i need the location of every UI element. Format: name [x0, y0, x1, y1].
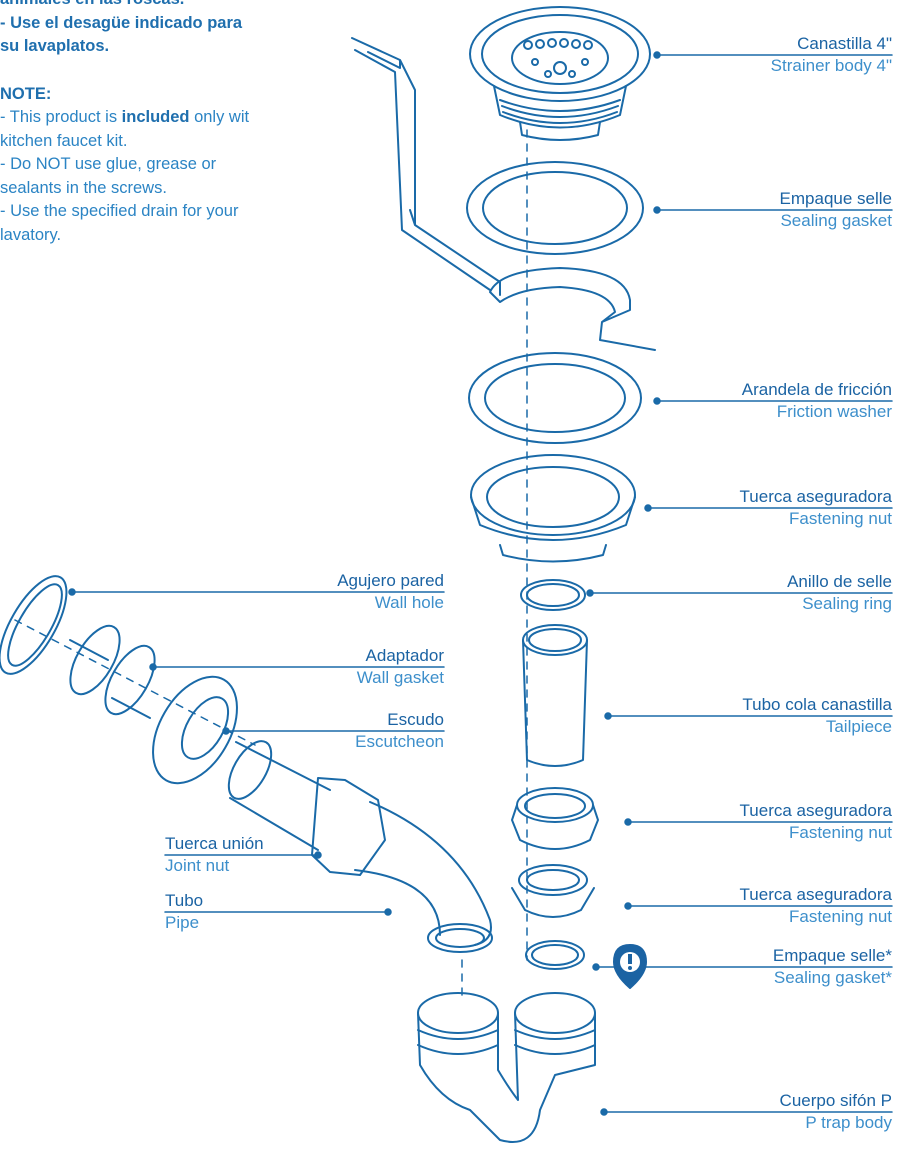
leader-lines-left [68, 588, 445, 916]
note-es-line-1: animales en las roscas. [0, 0, 330, 12]
label-sealing-ring: Anillo de selle Sealing ring [787, 571, 892, 615]
label-en: P trap body [805, 1113, 892, 1132]
note-item-1-line-2: kitchen faucet kit. [0, 131, 128, 150]
note-item-1-a: - This product is [0, 108, 122, 126]
sealing-gasket-part [466, 161, 644, 255]
label-es: Empaque selle [779, 189, 892, 208]
label-es: Tuerca aseguradora [739, 487, 892, 506]
exclamation-pin-icon [613, 944, 647, 989]
note-item-1-bold: included [121, 108, 190, 126]
sealing-ring-part [520, 579, 586, 611]
adapter-part [69, 624, 156, 719]
installation-notes: animales en las roscas. - Use el desagüe… [0, 0, 330, 247]
label-en: Wall gasket [356, 668, 444, 687]
friction-washer-part [468, 352, 642, 444]
p-trap-body-part [417, 992, 596, 1143]
label-sealing-gasket-star: Empaque selle* Sealing gasket* [773, 945, 892, 989]
label-adapter: Adaptador Wall gasket [357, 645, 444, 689]
label-en: Friction washer [776, 402, 892, 421]
fastening-nut-small-part [511, 864, 595, 918]
label-strainer-body: Canastilla 4" Strainer body 4" [771, 33, 892, 77]
escutcheon-part [152, 675, 238, 785]
fastening-nut-large-part [470, 454, 636, 563]
pipe-part [227, 740, 493, 953]
label-es: Anillo de selle [787, 572, 892, 591]
label-en: Sealing ring [802, 594, 892, 613]
label-wall-hole: Agujero pared Wall hole [337, 570, 444, 614]
label-sealing-gasket: Empaque selle Sealing gasket [780, 188, 892, 232]
label-es: Tubo [165, 891, 204, 910]
label-friction-washer: Arandela de fricción Friction washer [742, 379, 892, 423]
label-en: Strainer body 4" [770, 56, 892, 75]
label-es: Tuerca aseguradora [739, 885, 892, 904]
label-en: Fastening nut [788, 907, 892, 926]
faucet-hose [351, 37, 501, 296]
note-item-3-line-1: - Use the specified drain for your [0, 202, 239, 220]
note-item-3-line-2: lavatory. [0, 225, 62, 244]
wall-axis [14, 619, 256, 746]
note-item-1: - This product is included only wit [0, 106, 330, 130]
label-fastening-nut-3: Tuerca aseguradora Fastening nut [740, 884, 892, 928]
sealing-gasket-small-part [525, 940, 585, 970]
label-tailpiece: Tubo cola canastilla Tailpiece [742, 694, 892, 738]
label-en: Escutcheon [355, 732, 444, 751]
wall-hole-part [0, 575, 68, 675]
note-item-2-line-1: - Do NOT use glue, grease or [0, 155, 217, 173]
mounting-bracket-part [489, 267, 656, 351]
label-en: Tailpiece [825, 717, 892, 736]
label-es: Tuerca unión [165, 834, 264, 853]
label-escutcheon: Escudo Escutcheon [355, 709, 444, 753]
label-en: Fastening nut [788, 823, 892, 842]
label-joint-nut: Tuerca unión Joint nut [165, 833, 264, 877]
label-en: Wall hole [374, 593, 444, 612]
label-fastening-nut-2: Tuerca aseguradora Fastening nut [740, 800, 892, 844]
label-es: Tubo cola canastilla [742, 695, 892, 714]
note-heading: NOTE: [0, 84, 52, 103]
tailpiece-part [522, 624, 588, 767]
label-es: Agujero pared [337, 571, 444, 590]
label-fastening-nut-1: Tuerca aseguradora Fastening nut [740, 486, 892, 530]
label-en: Sealing gasket* [773, 968, 892, 987]
note-es-line-2: - Use el desagüe indicado para [0, 13, 243, 32]
label-en: Joint nut [165, 856, 230, 875]
label-en: Fastening nut [788, 509, 892, 528]
label-es: Escudo [387, 710, 444, 729]
label-es: Tuerca aseguradora [739, 801, 892, 820]
label-es: Adaptador [365, 646, 444, 665]
note-item-2-line-2: sealants in the screws. [0, 178, 167, 197]
strainer-body-part [469, 6, 651, 141]
label-pipe: Tubo Pipe [165, 890, 203, 934]
label-es: Arandela de fricción [741, 380, 892, 399]
label-en: Pipe [165, 913, 200, 932]
fastening-nut-mid-part [511, 787, 599, 850]
label-es: Cuerpo sifón P [779, 1091, 892, 1110]
label-en: Sealing gasket [780, 211, 892, 230]
label-es: Canastilla 4" [797, 34, 892, 53]
label-es: Empaque selle* [772, 946, 892, 965]
note-es-line-3: su lavaplatos. [0, 37, 110, 55]
label-p-trap-body: Cuerpo sifón P P trap body [780, 1090, 892, 1134]
note-item-1-b: only wit [189, 108, 250, 126]
